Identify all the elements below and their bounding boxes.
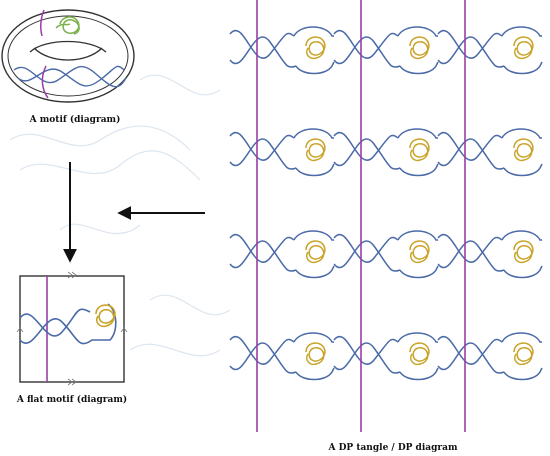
dp-gold-knot	[305, 36, 326, 60]
dp-blue-strand	[437, 132, 503, 161]
dp-blue-arc	[399, 265, 439, 279]
torus-green-knot	[55, 16, 80, 35]
dp-blue-strand	[437, 336, 503, 365]
dp-blue-strand	[437, 342, 505, 374]
dp-blue-arc	[293, 332, 334, 343]
torus-outer-rim	[1, 9, 135, 103]
flat-motif-left-mark	[16, 327, 24, 333]
dp-blue-arc	[397, 332, 438, 343]
dp-blue-arc	[295, 367, 335, 381]
dp-blue-strand	[229, 336, 295, 365]
dp-blue-arc	[397, 26, 438, 37]
dp-blue-arc	[399, 163, 439, 177]
dp-gold-knot	[409, 36, 430, 60]
dp-blue-arc	[399, 367, 439, 381]
torus-twist-blue-a	[13, 65, 127, 88]
dp-blue-arc	[503, 61, 543, 75]
dp-blue-strand	[333, 234, 399, 263]
dp-blue-strand	[437, 36, 505, 68]
dp-blue-strand	[437, 234, 503, 263]
flat-motif	[16, 271, 128, 386]
dp-gold-knot	[513, 138, 534, 162]
dp-blue-arc	[397, 128, 438, 139]
caption-dp-tangle: A DP tangle / DP diagram	[328, 443, 458, 453]
flat-motif-blue-strand-b	[19, 303, 117, 345]
dp-blue-arc	[293, 26, 334, 37]
dp-gold-knot	[513, 36, 534, 60]
caption-motif: A motif (diagram)	[29, 114, 121, 125]
dp-gold-knot	[305, 240, 326, 264]
dp-blue-arc	[501, 128, 542, 139]
dp-blue-strand	[333, 240, 401, 272]
flat-motif-bottom-mark	[67, 378, 77, 386]
dp-blue-arc	[293, 128, 334, 139]
dp-gold-knot	[409, 342, 430, 366]
dp-gold-knot	[409, 240, 430, 264]
dp-blue-strand	[437, 240, 505, 272]
torus-twist-blue-b	[17, 65, 125, 87]
dp-blue-strand	[333, 138, 401, 170]
dp-gold-knot	[513, 342, 534, 366]
dp-blue-strand	[229, 36, 297, 68]
dp-gold-knot	[409, 138, 430, 162]
dp-blue-arc	[503, 367, 543, 381]
torus-purple-strand-b	[39, 9, 45, 37]
dp-gold-knot	[513, 240, 534, 264]
flat-motif-frame	[19, 275, 125, 383]
dp-blue-strand	[229, 138, 297, 170]
dp-blue-strand	[437, 138, 505, 170]
dp-gold-knot	[305, 138, 326, 162]
dp-blue-arc	[501, 332, 542, 343]
dp-blue-arc	[295, 61, 335, 75]
ghost-background	[9, 74, 231, 357]
dp-blue-arc	[295, 163, 335, 177]
caption-flat-motif: A flat motif (diagram)	[16, 394, 127, 405]
dp-blue-arc	[397, 230, 438, 241]
flat-motif-blue-strand-a	[19, 308, 91, 337]
torus-motif	[1, 9, 135, 103]
dp-gold-knot	[305, 342, 326, 366]
dp-blue-arc	[295, 265, 335, 279]
dp-blue-strand	[229, 30, 295, 59]
dp-blue-arc	[399, 61, 439, 75]
flat-motif-top-mark	[67, 271, 77, 279]
dp-blue-strand	[437, 30, 503, 59]
dp-blue-arc	[293, 230, 334, 241]
torus-purple-strand	[41, 65, 49, 99]
dp-blue-strand	[333, 30, 399, 59]
dp-blue-arc	[503, 265, 543, 279]
dp-blue-strand	[229, 132, 295, 161]
dp-blue-strand	[229, 342, 297, 374]
dp-blue-arc	[503, 163, 543, 177]
torus-hole-upper	[29, 40, 107, 53]
torus-outer-inner-rim	[7, 15, 129, 97]
flat-motif-right-mark	[120, 327, 128, 333]
dp-tangle-grid	[229, 0, 543, 432]
dp-blue-strand	[229, 240, 297, 272]
dp-blue-strand	[333, 132, 399, 161]
dp-blue-strand	[333, 36, 401, 68]
dp-blue-strand	[333, 342, 401, 374]
dp-blue-strand	[229, 234, 295, 263]
dp-blue-arc	[501, 26, 542, 37]
torus-hole-lower	[33, 47, 103, 61]
flat-motif-gold-knot	[95, 304, 116, 328]
dp-blue-arc	[501, 230, 542, 241]
dp-blue-strand	[333, 336, 399, 365]
